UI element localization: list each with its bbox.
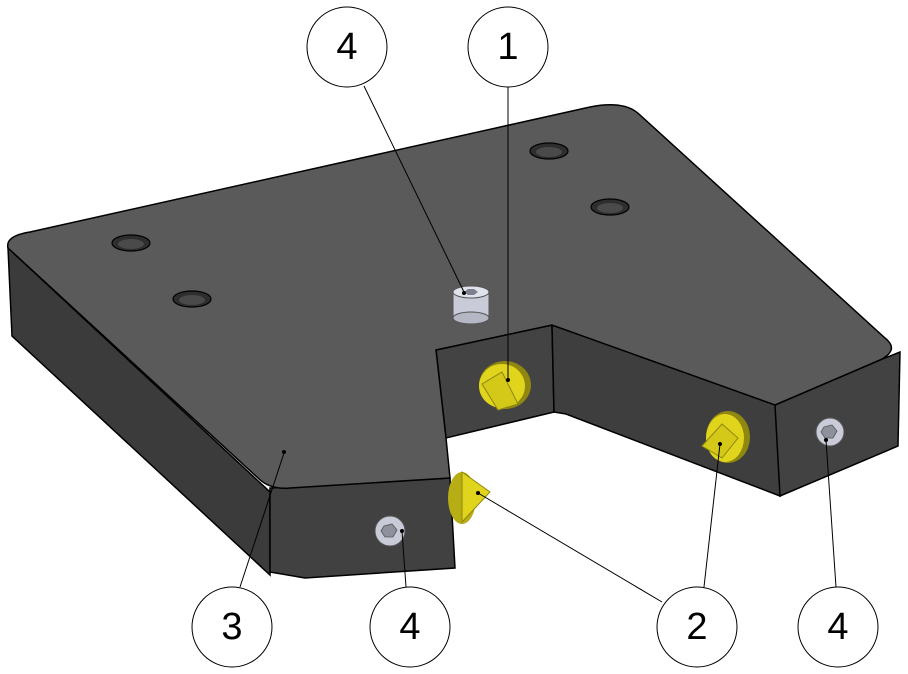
balloon-4-front: 4 — [369, 586, 451, 668]
balloon-label: 4 — [336, 26, 357, 68]
leader-lines — [239, 85, 837, 603]
base-plate-front-face — [269, 477, 456, 579]
balloon-1: 1 — [467, 6, 549, 88]
screw-front — [374, 515, 406, 547]
screw-top — [452, 285, 490, 325]
top-holes — [111, 142, 630, 308]
locator-pin-2-side — [701, 411, 750, 463]
locator-pin-1 — [479, 361, 531, 411]
balloon-label: 4 — [399, 606, 420, 648]
leader-dots — [282, 291, 828, 533]
hole-inner — [536, 147, 562, 157]
leader-line — [363, 85, 465, 293]
base-plate-left-face — [7, 246, 271, 577]
balloon-4-right: 4 — [797, 586, 879, 668]
balloon-3: 3 — [191, 586, 273, 668]
leader-line — [477, 492, 663, 603]
hole-inner — [179, 295, 205, 305]
leader-line — [825, 439, 837, 588]
leader-line — [703, 443, 721, 588]
leader-line — [401, 530, 407, 588]
balloon-2: 2 — [656, 586, 738, 668]
balloon-label: 1 — [497, 26, 518, 68]
balloon-label: 2 — [686, 606, 707, 648]
locator-pin-2-front — [448, 471, 491, 524]
hole-inner — [597, 203, 623, 213]
leader-line — [239, 452, 285, 588]
balloon-4-top: 4 — [306, 6, 388, 88]
locator-pins — [448, 361, 750, 524]
base-plate-top-face — [6, 104, 893, 490]
screws — [374, 285, 845, 547]
hole-inner — [118, 239, 144, 249]
screw-right — [815, 417, 845, 447]
balloon-label: 3 — [221, 606, 242, 648]
balloon-label: 4 — [827, 606, 848, 648]
